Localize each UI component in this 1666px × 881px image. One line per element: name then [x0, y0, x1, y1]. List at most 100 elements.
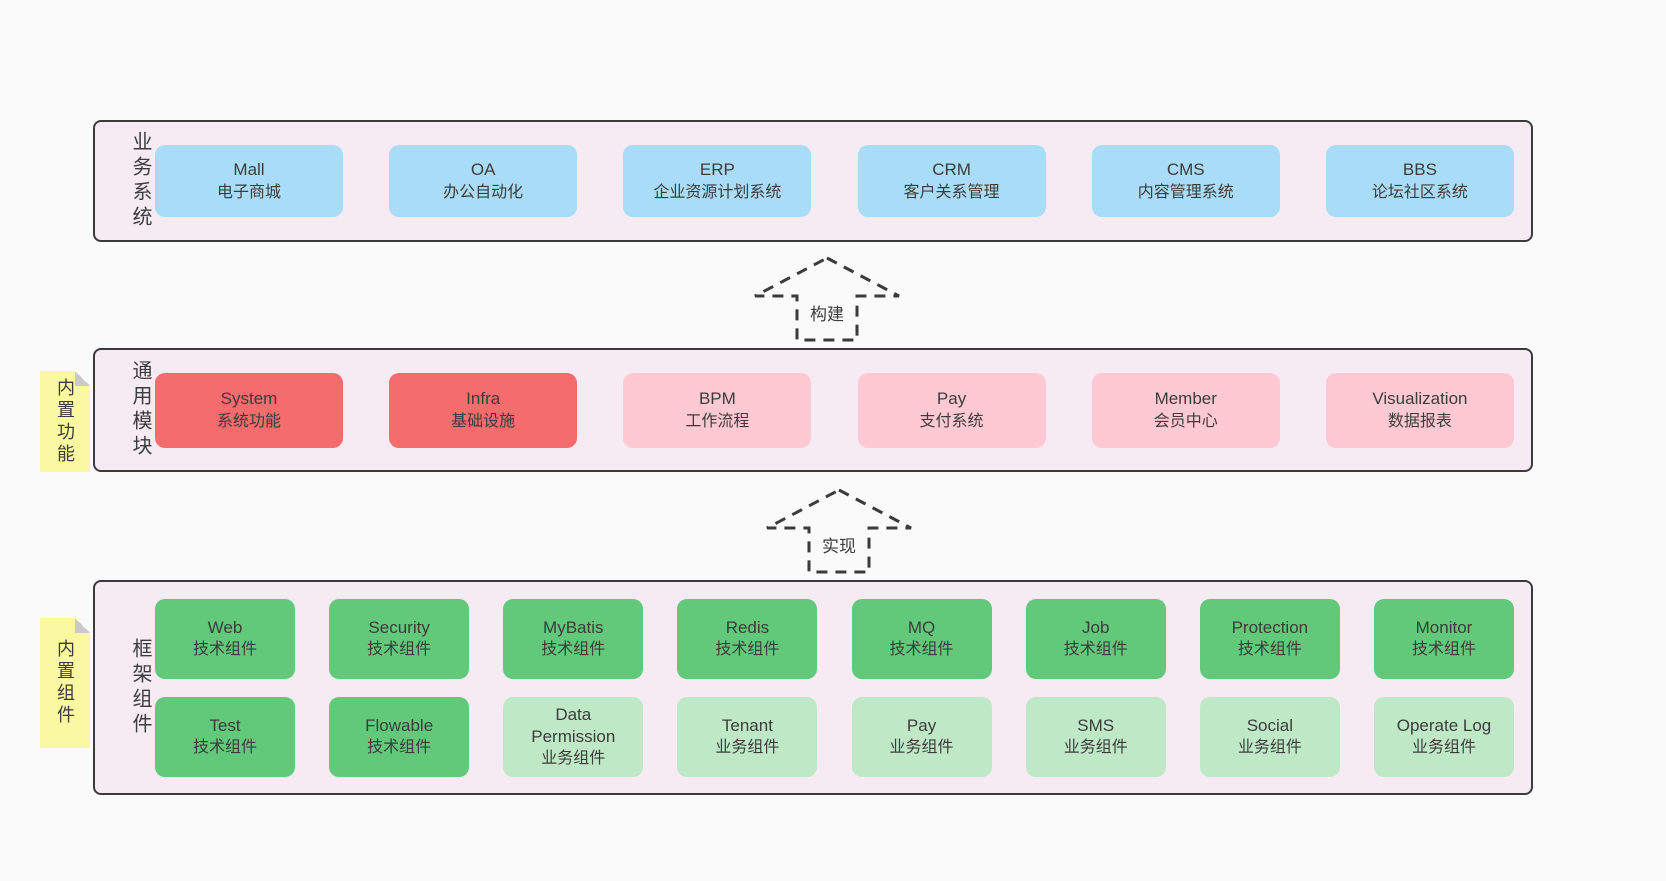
module-title: Pay: [906, 715, 937, 735]
module-title: Infra: [466, 389, 501, 409]
module-box: Protection 技术组件: [1199, 598, 1340, 679]
module-box: Mall 电子商城: [155, 145, 343, 217]
module-box: Flowable 技术组件: [329, 696, 470, 777]
module-box: Social 业务组件: [1199, 696, 1340, 777]
module-box: System 系统功能: [155, 372, 343, 448]
module-box: CMS 内容管理系统: [1091, 145, 1280, 217]
dashed-up-arrow-shape: [766, 488, 912, 574]
module-title: Social: [1246, 715, 1293, 735]
module-box: Infra 基础设施: [389, 372, 578, 448]
module-subtitle: 数据报表: [1387, 412, 1452, 430]
module-title: Member: [1154, 389, 1217, 409]
module-subtitle: 技术组件: [1237, 641, 1302, 659]
module-title: Visualization: [1372, 389, 1468, 409]
module-title: Pay: [936, 389, 967, 409]
business-boxes-area: Mall 电子商城 OA 办公自动化 ERP 企业资源计划系统 CRM 客户关系…: [155, 145, 1531, 217]
module-box: MQ 技术组件: [851, 598, 992, 679]
module-box: Tenant 业务组件: [677, 696, 818, 777]
module-subtitle: 客户关系管理: [903, 183, 1000, 201]
module-subtitle: 技术组件: [367, 739, 432, 757]
module-title: Monitor: [1415, 617, 1473, 637]
module-subtitle: 技术组件: [1063, 641, 1128, 659]
module-subtitle: 技术组件: [1411, 641, 1476, 659]
module-title: Operate Log: [1396, 715, 1492, 735]
module-subtitle: 技术组件: [192, 739, 257, 757]
note-label-builtin-features: 内置功能: [55, 377, 75, 466]
common-boxes-area: System 系统功能 Infra 基础设施 BPM 工作流程 Pay 支付系统…: [155, 372, 1531, 448]
module-title: Protection: [1231, 617, 1309, 637]
module-title: SMS: [1077, 715, 1115, 735]
module-box: Data Permission 业务组件: [503, 696, 644, 777]
note-label-builtin-components: 内置组件: [55, 639, 75, 727]
module-title: System: [220, 389, 278, 409]
module-subtitle: 业务组件: [1411, 739, 1476, 757]
module-title: Flowable: [365, 715, 434, 735]
module-subtitle: 企业资源计划系统: [653, 183, 782, 201]
module-box: Pay 业务组件: [851, 696, 992, 777]
layer-label-common: 通用模块: [129, 360, 151, 460]
module-box: CRM 客户关系管理: [857, 145, 1046, 217]
framework-box-row-1: Web 技术组件 Security 技术组件 MyBatis 技术组件 Redi…: [155, 598, 1514, 679]
module-box: Member 会员中心: [1091, 372, 1280, 448]
module-box: BPM 工作流程: [623, 372, 812, 448]
module-subtitle: 系统功能: [216, 412, 281, 430]
module-box: Monitor 技术组件: [1373, 598, 1514, 679]
framework-boxes-area: Web 技术组件 Security 技术组件 MyBatis 技术组件 Redi…: [155, 598, 1531, 777]
module-subtitle: 业务组件: [715, 739, 780, 757]
framework-box-row-2: Test 技术组件 Flowable 技术组件 Data Permission …: [155, 696, 1514, 777]
module-box: Job 技术组件: [1025, 598, 1166, 679]
module-title: Web: [207, 617, 243, 637]
module-subtitle: 业务组件: [1063, 739, 1128, 757]
module-title: CMS: [1166, 160, 1205, 180]
module-box: Pay 支付系统: [857, 372, 1046, 448]
module-title: MyBatis: [543, 617, 604, 637]
note-fold-corner: [75, 371, 90, 386]
module-title: BPM: [698, 389, 736, 409]
module-title: ERP: [699, 160, 735, 180]
module-box: MyBatis 技术组件: [503, 598, 644, 679]
module-title: Data Permission: [531, 704, 616, 746]
module-title: OA: [470, 160, 496, 180]
module-subtitle: 技术组件: [889, 641, 954, 659]
module-subtitle: 技术组件: [715, 641, 780, 659]
module-box: Web 技术组件: [155, 598, 295, 679]
up-arrow-build: 构建: [752, 255, 902, 343]
module-subtitle: 电子商城: [216, 183, 281, 201]
module-subtitle: 论坛社区系统: [1371, 183, 1468, 201]
module-box: Test 技术组件: [155, 696, 295, 777]
module-subtitle: 技术组件: [192, 641, 257, 659]
module-box: BBS 论坛社区系统: [1325, 145, 1514, 217]
module-title: Security: [368, 617, 430, 637]
module-title: BBS: [1402, 160, 1437, 180]
module-box: OA 办公自动化: [389, 145, 578, 217]
module-title: CRM: [932, 160, 971, 180]
layer-label-business: 业务系统: [129, 131, 151, 231]
module-subtitle: 业务组件: [1237, 739, 1302, 757]
module-box: ERP 企业资源计划系统: [623, 145, 812, 217]
layer-label-framework: 框架组件: [129, 637, 151, 738]
layer-common-modules: 通用模块 System 系统功能 Infra 基础设施 BPM 工作流程 Pay…: [93, 348, 1533, 472]
module-subtitle: 支付系统: [919, 412, 984, 430]
arrow-label-build: 构建: [807, 299, 847, 326]
module-subtitle: 业务组件: [889, 739, 954, 757]
layer-business-systems: 业务系统 Mall 电子商城 OA 办公自动化 ERP 企业资源计划系统 CRM…: [93, 120, 1533, 242]
module-box: Redis 技术组件: [677, 598, 818, 679]
module-title: Redis: [725, 617, 770, 637]
module-box: SMS 业务组件: [1025, 696, 1166, 777]
sticky-note-builtin-features: 内置功能: [40, 371, 90, 472]
module-box: Operate Log 业务组件: [1373, 696, 1514, 777]
dashed-up-arrow-shape: [754, 256, 900, 342]
note-fold-corner: [75, 618, 90, 633]
module-subtitle: 办公自动化: [443, 183, 524, 201]
module-subtitle: 会员中心: [1153, 412, 1218, 430]
module-box: Security 技术组件: [329, 598, 470, 679]
module-subtitle: 技术组件: [367, 641, 432, 659]
sticky-note-builtin-components: 内置组件: [40, 618, 90, 748]
module-subtitle: 基础设施: [451, 412, 516, 430]
module-title: MQ: [907, 617, 936, 637]
common-box-row: System 系统功能 Infra 基础设施 BPM 工作流程 Pay 支付系统…: [155, 372, 1514, 448]
module-title: Tenant: [721, 715, 773, 735]
arrow-label-implement: 实现: [819, 531, 859, 558]
module-subtitle: 内容管理系统: [1137, 183, 1234, 201]
